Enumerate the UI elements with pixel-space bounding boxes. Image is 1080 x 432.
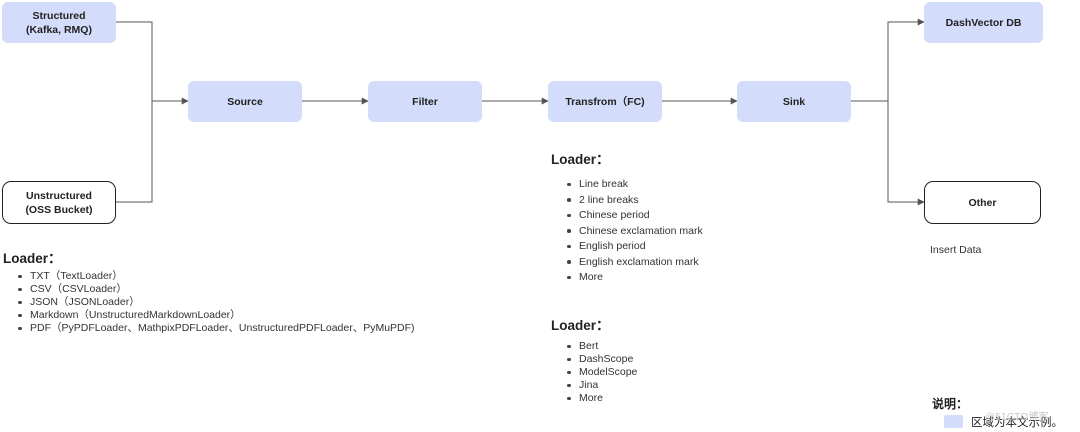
list-item: DashScope <box>563 353 637 366</box>
other-output-node: Other <box>924 181 1041 224</box>
list-item: English period <box>563 239 703 255</box>
filter-node-label: Filter <box>412 95 438 108</box>
unstructured-node-subtitle: (OSS Bucket) <box>25 203 93 216</box>
list-item: TXT（TextLoader） <box>14 270 415 283</box>
list-item: CSV（CSVLoader） <box>14 283 415 296</box>
transform-node: Transfrom（FC) <box>548 81 662 122</box>
source-node: Source <box>188 81 302 122</box>
edge-sink-to-dashvector <box>851 18 925 102</box>
list-item: More <box>563 392 637 405</box>
legend-text: 区域为本文示例。 <box>971 417 1063 429</box>
list-item: English exclamation mark <box>563 255 703 271</box>
watermark: @51CTO博客 <box>985 412 1049 423</box>
list-item: ModelScope <box>563 366 637 379</box>
split-loader-heading: Loader： <box>551 152 610 167</box>
list-item: Bert <box>563 340 637 353</box>
source-loader-list: TXT（TextLoader） CSV（CSVLoader） JSON（JSON… <box>14 270 415 335</box>
sink-node-label: Sink <box>782 95 806 108</box>
list-item: PDF（PyPDFLoader、MathpixPDFLoader、Unstruc… <box>14 322 415 335</box>
legend-swatch <box>944 415 963 428</box>
dashvector-node-label: DashVector DB <box>945 16 1022 29</box>
source-loader-heading: Loader： <box>3 251 62 266</box>
embed-loader-heading: Loader： <box>551 318 610 333</box>
list-item: JSON（JSONLoader） <box>14 296 415 309</box>
edge-sink-to-other <box>887 101 925 206</box>
list-item: Chinese period <box>563 208 703 224</box>
list-item: Markdown（UnstructuredMarkdownLoader） <box>14 309 415 322</box>
sink-node: Sink <box>737 81 851 122</box>
list-item: More <box>563 270 703 286</box>
list-item: Chinese exclamation mark <box>563 224 703 240</box>
source-node-label: Source <box>227 95 263 108</box>
structured-node-subtitle: (Kafka, RMQ) <box>26 23 92 36</box>
legend-title: 说明： <box>932 397 969 411</box>
list-item: Line break <box>563 177 703 193</box>
edge-structured-to-source <box>116 21 153 101</box>
other-node-label: Other <box>968 196 997 209</box>
edge-unstructured-to-source <box>116 101 153 203</box>
split-loader-list: Line break 2 line breaks Chinese period … <box>563 177 703 286</box>
dashvector-db-node: DashVector DB <box>924 2 1043 43</box>
filter-node: Filter <box>368 81 482 122</box>
embed-loader-list: Bert DashScope ModelScope Jina More <box>563 340 637 405</box>
unstructured-node-title: Unstructured <box>26 189 92 202</box>
structured-input-node: Structured (Kafka, RMQ) <box>2 2 116 43</box>
unstructured-input-node: Unstructured (OSS Bucket) <box>2 181 116 224</box>
list-item: 2 line breaks <box>563 193 703 209</box>
structured-node-title: Structured <box>32 9 86 22</box>
transform-node-label: Transfrom（FC) <box>565 95 645 108</box>
list-item: Jina <box>563 379 637 392</box>
insert-data-caption: Insert Data <box>930 244 982 256</box>
